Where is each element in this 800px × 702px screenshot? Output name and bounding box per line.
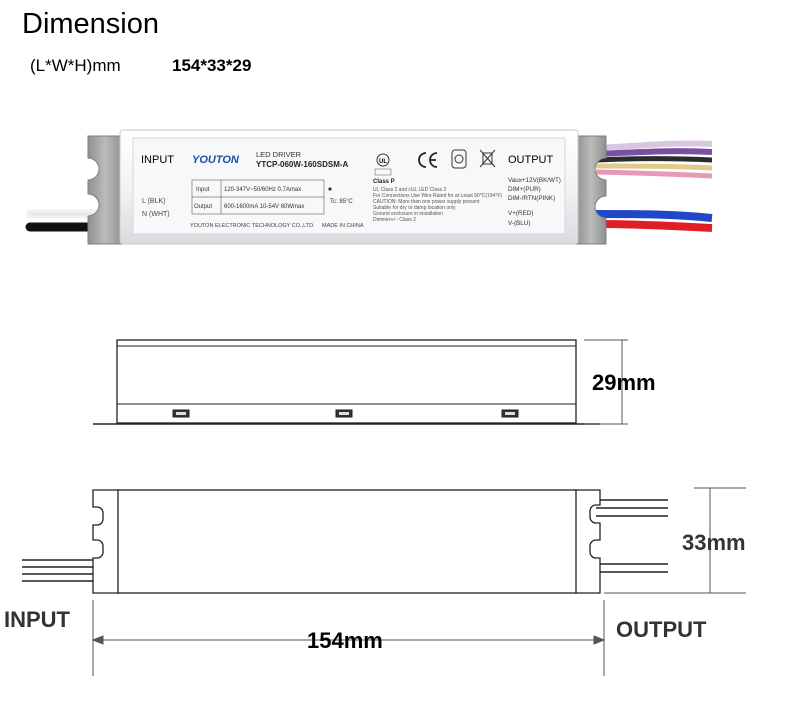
output-row-key: Output bbox=[194, 204, 212, 210]
body-outline bbox=[117, 489, 577, 594]
left-bracket-outline bbox=[92, 489, 121, 594]
mounting-slot bbox=[335, 409, 353, 418]
safety-mark-icon bbox=[451, 149, 467, 169]
fine-print-line: CAUTION: More than one power supply pres… bbox=[373, 199, 480, 205]
brand-logo: YOUTON bbox=[192, 154, 240, 166]
weee-bin-icon bbox=[479, 149, 496, 168]
output-wire-label: V-(BLU) bbox=[508, 220, 530, 227]
input-side-label: INPUT bbox=[4, 607, 71, 632]
fine-print-line: For Connections Use Wire Rated for at Le… bbox=[373, 193, 502, 199]
page-title: Dimension bbox=[22, 8, 159, 40]
output-title: OUTPUT bbox=[508, 154, 554, 166]
dimension-label: (L*W*H)mm bbox=[30, 56, 121, 75]
label-panel bbox=[132, 137, 566, 235]
width-dimension-line bbox=[604, 487, 746, 594]
mounting-slot bbox=[501, 409, 519, 418]
left-bracket bbox=[87, 135, 123, 245]
fine-print-line: UL Class 2 and cUL LED Class 2 bbox=[373, 187, 446, 193]
svg-text:UL: UL bbox=[379, 159, 387, 165]
dimension-value: 154*33*29 bbox=[172, 56, 252, 75]
input-row-value: 120-347V~50/60Hz 0.7Amax bbox=[224, 187, 301, 193]
ul-listed-icon: UL bbox=[374, 153, 392, 176]
length-dimension-line bbox=[91, 600, 606, 676]
right-bracket-outline bbox=[574, 489, 601, 594]
length-label: 154mm bbox=[307, 628, 383, 653]
right-bracket bbox=[575, 135, 607, 245]
product-name: LED DRIVER bbox=[256, 150, 302, 159]
top-view bbox=[22, 487, 746, 676]
fine-print: UL Class 2 and cUL LED Class 2 For Conne… bbox=[373, 187, 502, 223]
fine-print-line: Dimmer+/-: Class 2 bbox=[373, 217, 416, 223]
mounting-slot bbox=[172, 409, 190, 418]
output-wires bbox=[595, 140, 713, 232]
tc-point-marker bbox=[328, 187, 332, 191]
fine-print-line: Ground enclosure in installation bbox=[373, 211, 443, 217]
rating-table: Input 120-347V~50/60Hz 0.7Amax Output 60… bbox=[191, 179, 325, 215]
fine-print-line: Suitable for dry or damp location only bbox=[373, 205, 456, 211]
width-label: 33mm bbox=[682, 530, 746, 555]
ce-mark-icon bbox=[418, 152, 438, 168]
input-row-key: Input bbox=[196, 187, 210, 193]
company-name: YOUTON ELECTRONIC TECHNOLOGY CO.,LTD. bbox=[190, 223, 315, 229]
output-wire-label: DIM-/RTN(PINK) bbox=[508, 195, 555, 202]
class-p-label: Class P bbox=[373, 179, 395, 185]
made-in: MADE IN CHINA bbox=[322, 223, 364, 229]
height-dimension-line bbox=[584, 339, 628, 425]
output-wire-label: V+(RED) bbox=[508, 210, 533, 217]
output-wire-label: DIM+(PUR) bbox=[508, 186, 541, 193]
tc-rating: Tc: 85°C bbox=[330, 199, 353, 205]
n-wire-label: N (WHT) bbox=[142, 211, 170, 218]
output-side-label: OUTPUT bbox=[616, 617, 707, 642]
output-wire-lines bbox=[596, 499, 668, 573]
output-row-value: 600-1600mA 10-54V 60Wmax bbox=[224, 204, 304, 210]
model-number: YTCP-060W-160SDSM-A bbox=[256, 160, 349, 169]
input-wire-lines bbox=[22, 559, 100, 582]
driver-photo: INPUT L (BLK) N (WHT) YOUTON LED DRIVER … bbox=[25, 129, 713, 245]
height-label: 29mm bbox=[592, 370, 656, 395]
l-wire-label: L (BLK) bbox=[142, 198, 165, 205]
side-view bbox=[93, 339, 628, 425]
input-title: INPUT bbox=[141, 154, 174, 166]
output-wire-label: Vaux+12V(BK/WT) bbox=[508, 177, 561, 184]
